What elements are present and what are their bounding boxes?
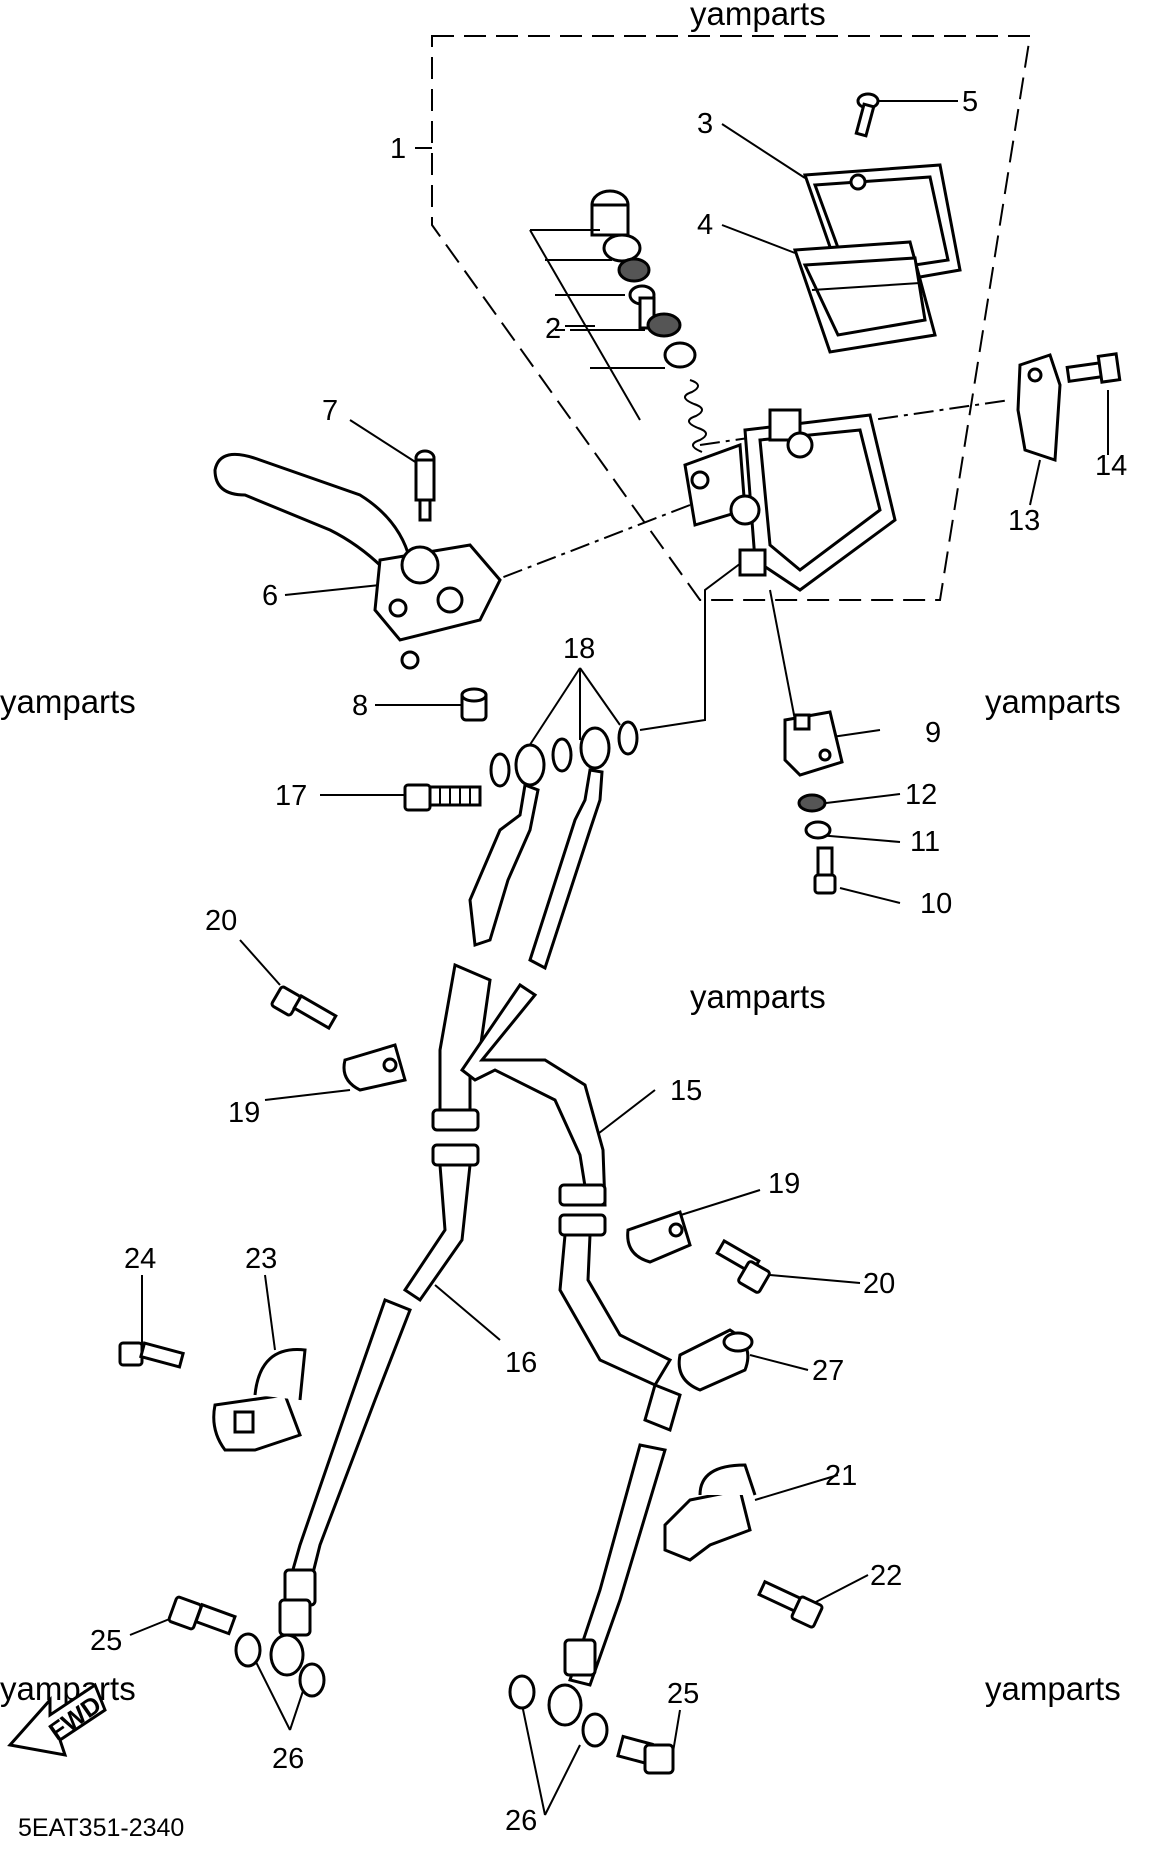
callout-27: 27 <box>812 1355 844 1387</box>
diagram-code: 5EAT351-2340 <box>18 1814 184 1842</box>
clamp-bolt-upper <box>270 985 338 1031</box>
callout-23: 23 <box>245 1243 277 1275</box>
brake-hose-lower <box>269 1163 682 1727</box>
callout-1: 1 <box>390 133 406 165</box>
clamp-bolt-middle <box>715 1238 771 1294</box>
watermark-center: yamparts <box>690 978 826 1015</box>
callout-18: 18 <box>563 633 595 665</box>
callout-15: 15 <box>670 1075 702 1107</box>
callout-24: 24 <box>124 1243 156 1275</box>
callout-20-upper: 20 <box>205 905 237 937</box>
master-cylinder-holder <box>1016 353 1062 463</box>
callout-13: 13 <box>1008 505 1040 537</box>
callout-12: 12 <box>905 779 937 811</box>
lock-washer <box>804 820 832 840</box>
holder-bolt-left <box>118 1341 185 1369</box>
brake-hose-upper <box>431 768 607 1237</box>
hose-banjo-upper <box>514 726 611 787</box>
callout-6: 6 <box>262 580 278 612</box>
holder-bolt-right <box>757 1579 824 1629</box>
master-cylinder-body <box>683 408 897 592</box>
lever-pivot-nut <box>460 687 488 722</box>
callout-25-left: 25 <box>90 1625 122 1657</box>
hose-guide <box>677 1328 754 1392</box>
brake-light-switch <box>783 710 844 777</box>
callout-9: 9 <box>925 717 941 749</box>
callout-8: 8 <box>352 690 368 722</box>
union-bolt-lower-right <box>616 1734 675 1775</box>
lever-pivot-bolt <box>414 449 436 522</box>
assembly-outline <box>431 35 1032 601</box>
plain-washer <box>797 793 827 813</box>
callout-7: 7 <box>322 395 338 427</box>
callout-2: 2 <box>545 313 561 345</box>
callout-5: 5 <box>962 86 978 118</box>
hose-holder-right <box>663 1463 757 1562</box>
piston-kit <box>530 189 707 453</box>
switch-screw <box>813 846 837 895</box>
watermark-bottom-left: yamparts <box>0 1670 136 1707</box>
hose-holder-left <box>212 1348 307 1452</box>
callout-21: 21 <box>825 1460 857 1492</box>
callout-14: 14 <box>1095 450 1127 482</box>
callout-20-middle: 20 <box>863 1268 895 1300</box>
watermark-bottom-right: yamparts <box>985 1670 1121 1707</box>
callout-19-middle: 19 <box>768 1168 800 1200</box>
callout-19-upper: 19 <box>228 1097 260 1129</box>
callout-22: 22 <box>870 1560 902 1592</box>
callout-16: 16 <box>505 1347 537 1379</box>
watermark-top: yamparts <box>690 0 826 32</box>
hose-clamp-upper <box>342 1043 407 1092</box>
callout-10: 10 <box>920 888 952 920</box>
copper-washers <box>489 720 639 788</box>
hose-clamp-middle <box>626 1210 692 1264</box>
callout-25-right: 25 <box>667 1678 699 1710</box>
union-bolt-lower-left <box>167 1595 237 1636</box>
union-bolt <box>403 783 482 812</box>
callout-11: 11 <box>910 826 940 858</box>
callout-26-right: 26 <box>505 1805 537 1837</box>
watermark-right: yamparts <box>985 683 1121 720</box>
copper-washers-lower <box>234 1632 609 1748</box>
brake-lever <box>213 452 502 670</box>
callout-17: 17 <box>275 780 307 812</box>
reservoir-screw <box>854 92 880 138</box>
callout-3: 3 <box>697 108 713 140</box>
callout-numbers: 1 2 3 4 5 6 7 8 9 10 11 12 13 14 15 16 1… <box>90 86 1127 1837</box>
callout-26-left: 26 <box>272 1743 304 1775</box>
callout-4: 4 <box>697 209 713 241</box>
holder-bolt <box>1065 352 1122 384</box>
diaphragm <box>792 240 937 354</box>
watermark-left: yamparts <box>0 683 136 720</box>
